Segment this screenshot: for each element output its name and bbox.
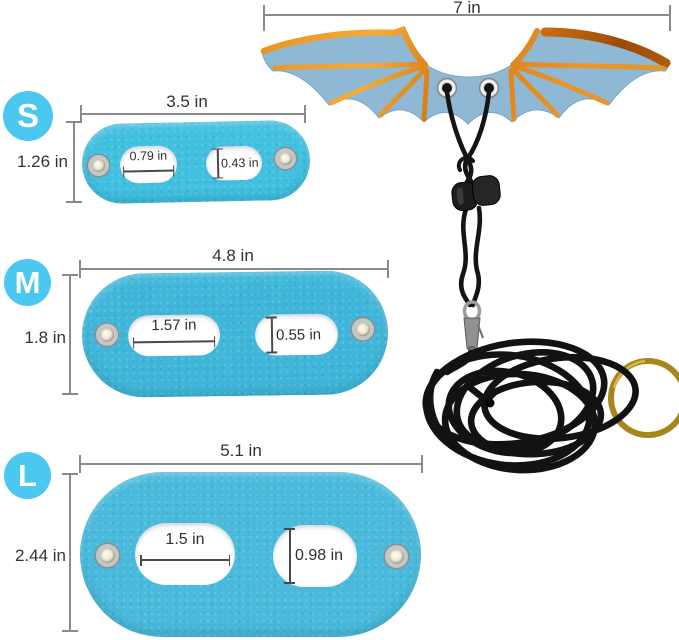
m-width-label: 4.8 in xyxy=(212,246,254,265)
swivel-clasp xyxy=(462,300,484,354)
bat-wing xyxy=(260,25,671,125)
leash-cord xyxy=(444,89,492,308)
strap-slot: 1.5 in xyxy=(135,523,235,585)
strap-slot: 0.79 in xyxy=(119,145,178,184)
l-slot-width-label: 1.5 in xyxy=(165,531,205,548)
s-height-label: 1.26 in xyxy=(16,152,68,171)
wing-veins xyxy=(272,61,666,122)
cord-lock-toggle xyxy=(451,175,501,212)
brass-ring xyxy=(608,358,679,438)
m-width-dimension-line xyxy=(79,261,389,276)
grommet xyxy=(87,154,110,177)
s-slot-width-dimension-line xyxy=(123,169,175,173)
s-slot-height-dimension-line xyxy=(216,148,219,179)
l-height-label: 2.44 in xyxy=(14,546,66,565)
l-width-label: 5.1 in xyxy=(220,441,262,460)
m-slot-width-label: 1.57 in xyxy=(151,316,197,335)
l-width-dimension-line xyxy=(79,456,423,471)
wing-grommet xyxy=(478,77,500,99)
grommet xyxy=(274,147,297,170)
strap-slot: 0.55 in xyxy=(254,313,339,356)
strap-slot: 0.43 in xyxy=(205,145,263,181)
grommet xyxy=(351,318,375,341)
s-width-dimension-line xyxy=(80,106,306,121)
leash-coil xyxy=(422,338,639,474)
wing-membrane xyxy=(261,28,669,125)
m-height-dimension-line xyxy=(63,274,77,395)
grommet xyxy=(385,545,408,568)
l-slot-width-dimension-line xyxy=(140,555,230,564)
cord-end-tip xyxy=(485,398,495,408)
harness-plate-large: 1.5 in 0.98 in xyxy=(80,472,421,637)
size-badge-l: L xyxy=(4,452,51,499)
grommet xyxy=(96,544,119,567)
size-badge-s: S xyxy=(3,91,53,141)
harness-plate-small: 0.79 in 0.43 in xyxy=(81,119,311,205)
grommet xyxy=(95,323,119,346)
m-slot-height-dimension-line xyxy=(270,316,273,354)
wing-grommet xyxy=(436,77,458,99)
m-slot-width-dimension-line xyxy=(132,340,216,343)
wing-width-label: 7 in xyxy=(453,0,481,17)
size-badge-m: M xyxy=(4,259,51,306)
strap-slot: 0.98 in xyxy=(273,525,357,587)
m-slot-height-label: 0.55 in xyxy=(275,325,322,344)
l-slot-height-label: 0.98 in xyxy=(295,547,344,564)
s-height-dimension-line xyxy=(67,121,81,203)
l-height-dimension-line xyxy=(63,473,77,632)
s-width-label: 3.5 in xyxy=(166,92,208,111)
wing-copper-trim xyxy=(260,25,671,69)
strap-slot: 1.57 in xyxy=(127,314,221,357)
l-slot-height-dimension-line xyxy=(285,528,294,584)
wing-width-dimension-line xyxy=(263,6,671,28)
m-height-label: 1.8 in xyxy=(24,328,66,347)
s-slot-height-label: 0.43 in xyxy=(220,155,259,171)
s-slot-width-label: 0.79 in xyxy=(129,148,168,164)
harness-plate-medium: 1.57 in 0.55 in xyxy=(81,269,389,399)
